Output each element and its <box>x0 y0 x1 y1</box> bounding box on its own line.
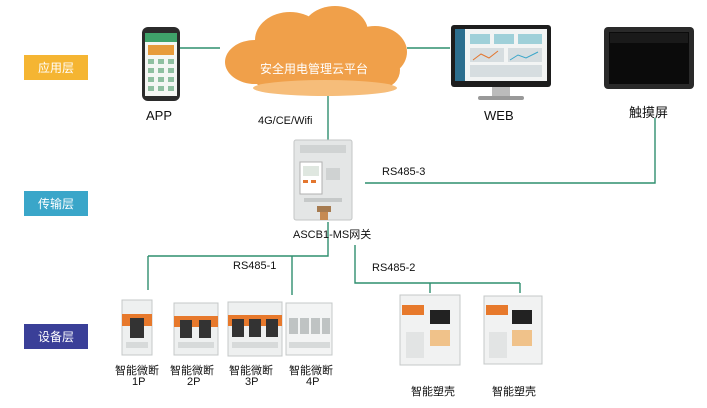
breaker-2p-name: 智能微断 <box>170 365 214 377</box>
breaker-2p-poles: 2P <box>187 376 201 388</box>
monitor-icon <box>451 25 551 100</box>
rs485-3-line <box>365 118 656 184</box>
breaker-1p-name: 智能微断 <box>115 365 159 377</box>
connector-lines <box>147 47 656 295</box>
breaker-1p-icon <box>121 299 153 356</box>
app-label: APP <box>146 108 173 123</box>
application-layer-tag: 应用层 <box>24 55 88 80</box>
gateway-icon <box>293 139 353 221</box>
touchscreen-label: 触摸屏 <box>629 105 669 120</box>
breaker-3p-poles: 3P <box>245 376 259 388</box>
breaker-4p-poles: 4P <box>306 376 320 388</box>
device-layer-tag: 设备层 <box>24 324 88 349</box>
breaker-4p-name: 智能微断 <box>289 365 333 377</box>
device-layer-label: 设备层 <box>37 330 74 344</box>
breaker-3p-name: 智能微断 <box>229 365 273 377</box>
breaker-1p-poles: 1P <box>132 376 146 388</box>
cloud-title: 安全用电管理云平台 <box>260 62 369 76</box>
phone-icon <box>142 27 180 101</box>
rs485-1-branch-line <box>148 248 329 257</box>
rs485-3-label: RS485-3 <box>382 166 426 178</box>
mccb-2-name: 智能塑壳 <box>492 386 536 398</box>
rs485-2-branch-line <box>354 245 520 284</box>
breaker-2p-icon <box>173 302 219 356</box>
rs485-2-label: RS485-2 <box>372 262 416 274</box>
gateway-label: ASCB1-MS网关 <box>293 229 372 241</box>
breaker-4p-icon <box>285 302 333 356</box>
mccb-1-name: 智能塑壳 <box>411 386 455 398</box>
cloud-icon <box>225 6 407 96</box>
rs485-1-label: RS485-1 <box>233 260 277 272</box>
transmission-layer-tag: 传输层 <box>24 191 88 216</box>
touchscreen-icon <box>604 27 694 89</box>
breaker-3p-icon <box>227 301 283 357</box>
mccb-icon-2 <box>483 295 543 365</box>
application-layer-label: 应用层 <box>37 61 74 75</box>
web-label: WEB <box>484 108 514 123</box>
mccb-icon-1 <box>399 294 461 366</box>
transmission-layer-label: 传输层 <box>37 197 74 211</box>
network-link-label: 4G/CE/Wifi <box>258 115 313 127</box>
